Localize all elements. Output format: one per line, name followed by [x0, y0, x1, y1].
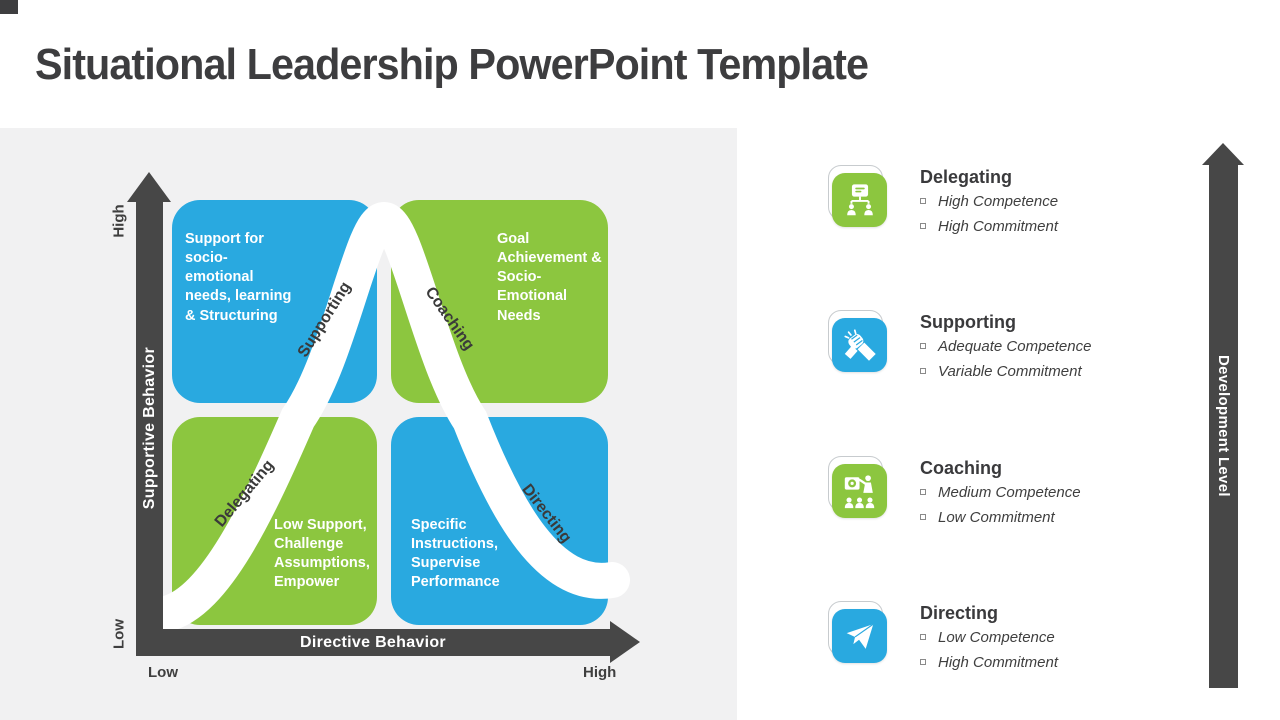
- square-bullet-icon: [920, 634, 926, 640]
- development-level-arrow: Development Level: [1209, 164, 1238, 688]
- chart-panel: Support for socio- emotional needs, lear…: [0, 128, 737, 720]
- directing-icon-card: [828, 601, 890, 665]
- legend-bullet: High Commitment: [938, 217, 1059, 235]
- legend-title: Supporting: [920, 312, 1016, 332]
- quadrant-top-right-text: Goal Achievement & Socio- Emotional Need…: [497, 231, 602, 324]
- legend-title: Delegating: [920, 167, 1013, 187]
- legend-row-supporting: Supporting Adequate Competence Variable …: [828, 310, 1168, 392]
- x-axis-label: Directive Behavior: [300, 633, 446, 651]
- supporting-icon-card: [828, 310, 890, 374]
- x-axis-tick-low: Low: [148, 664, 178, 681]
- quadrant-bottom-left-text: Low Support, Challenge Assumptions, Empo…: [274, 517, 370, 591]
- handshake-icon: [843, 329, 876, 361]
- square-bullet-icon: [920, 514, 926, 520]
- coaching-icon-card: [828, 456, 890, 520]
- y-axis-tick-low: Low: [110, 619, 128, 649]
- x-axis-arrowhead-icon: [610, 621, 640, 663]
- y-axis-label: Supportive Behavior: [140, 347, 158, 510]
- presenter-board-icon: [844, 475, 874, 509]
- square-bullet-icon: [920, 659, 926, 665]
- square-bullet-icon: [920, 368, 926, 374]
- y-axis-arrowhead-icon: [127, 172, 171, 202]
- legend-title: Coaching: [920, 458, 1003, 478]
- quadrant-bottom-right-text: Specific Instructions, Supervise Perform…: [411, 517, 500, 591]
- x-axis-tick-high: High: [583, 664, 617, 681]
- legend-bullet: High Commitment: [938, 653, 1059, 671]
- legend-row-directing: Directing Low Competence High Commitment: [828, 601, 1168, 683]
- development-arrowhead-icon: [1202, 143, 1244, 165]
- square-bullet-icon: [920, 343, 926, 349]
- y-axis-tick-high: High: [110, 204, 128, 238]
- legend-row-delegating: Delegating High Competence High Commitme…: [828, 165, 1168, 247]
- corner-mark: [0, 0, 18, 14]
- legend-bullet: Variable Commitment: [938, 362, 1082, 380]
- legend-bullet: Low Competence: [938, 628, 1055, 646]
- square-bullet-icon: [920, 489, 926, 495]
- quadrant-top-left-text: Support for socio- emotional needs, lear…: [185, 231, 292, 324]
- x-axis-bar: Directive Behavior: [136, 629, 610, 656]
- development-level-label: Development Level: [1215, 355, 1232, 497]
- page-title: Situational Leadership PowerPoint Templa…: [35, 40, 869, 89]
- y-axis-bar: Supportive Behavior: [136, 201, 163, 656]
- square-bullet-icon: [920, 223, 926, 229]
- org-chart-icon: [846, 184, 873, 216]
- legend-bullet: Low Commitment: [938, 508, 1055, 526]
- square-bullet-icon: [920, 198, 926, 204]
- delegating-icon-card: [828, 165, 890, 229]
- paper-plane-icon: [846, 623, 874, 649]
- legend-bullet: High Competence: [938, 192, 1059, 210]
- legend-bullet: Medium Competence: [938, 483, 1081, 501]
- legend-title: Directing: [920, 603, 999, 623]
- legend-bullet: Adequate Competence: [938, 337, 1092, 355]
- legend-row-coaching: Coaching Medium Competence Low Commitmen…: [828, 456, 1168, 538]
